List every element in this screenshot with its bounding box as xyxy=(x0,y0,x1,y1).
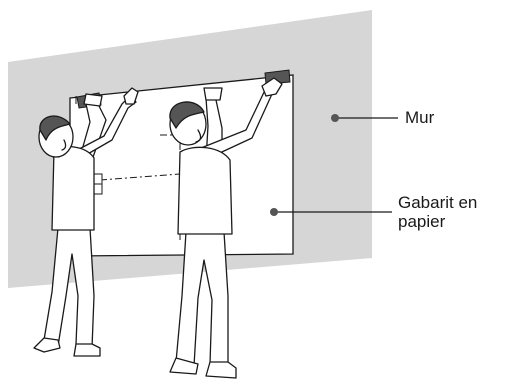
wall-label: Mur xyxy=(405,108,434,127)
paper-template-label: Gabarit en papier xyxy=(398,193,510,231)
